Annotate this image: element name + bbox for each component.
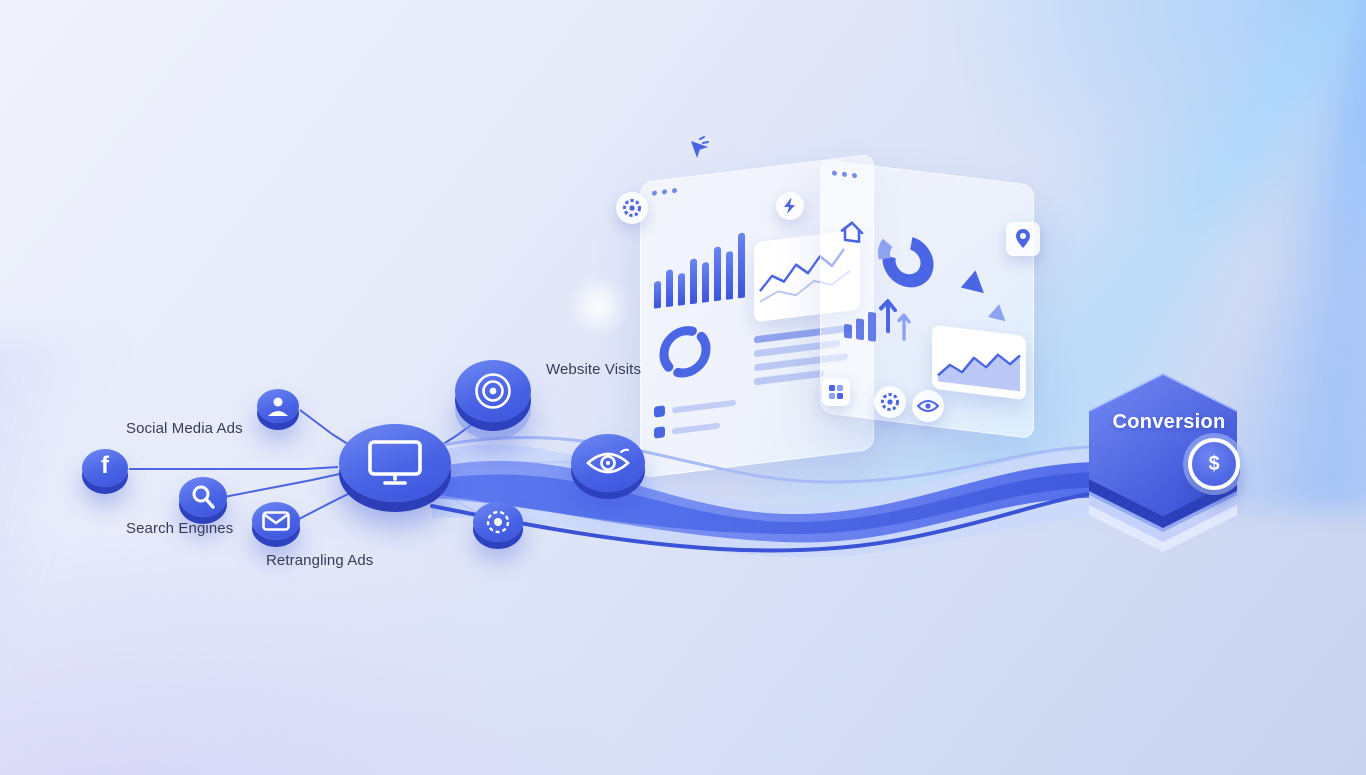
flow-waves [430, 435, 1110, 558]
glow-highlight [565, 276, 633, 336]
label-search-engines: Search Engines [126, 520, 234, 537]
user-icon [257, 389, 299, 423]
label-retargeting-ads: Retrangling Ads [266, 552, 374, 569]
mail-icon [252, 502, 300, 540]
ad-badge-icon [473, 502, 523, 542]
label-website-visits: Website Visits [546, 361, 642, 378]
facebook-glyph: f [101, 452, 109, 479]
monitor-icon [339, 424, 451, 502]
eye-icon [571, 434, 645, 492]
conversion-title: Conversion [1112, 411, 1226, 433]
search-icon [179, 477, 227, 517]
refresh-loop-icon [656, 319, 714, 389]
dollar-coin-icon: $ [1188, 438, 1240, 490]
target-icon [455, 360, 531, 422]
facebook-icon: f [82, 449, 128, 487]
dollar-symbol: $ [1208, 452, 1220, 475]
label-social-media-ads: Social Media Ads [126, 420, 243, 437]
gear-icon [616, 192, 648, 224]
cursor-click-icon [684, 134, 714, 164]
